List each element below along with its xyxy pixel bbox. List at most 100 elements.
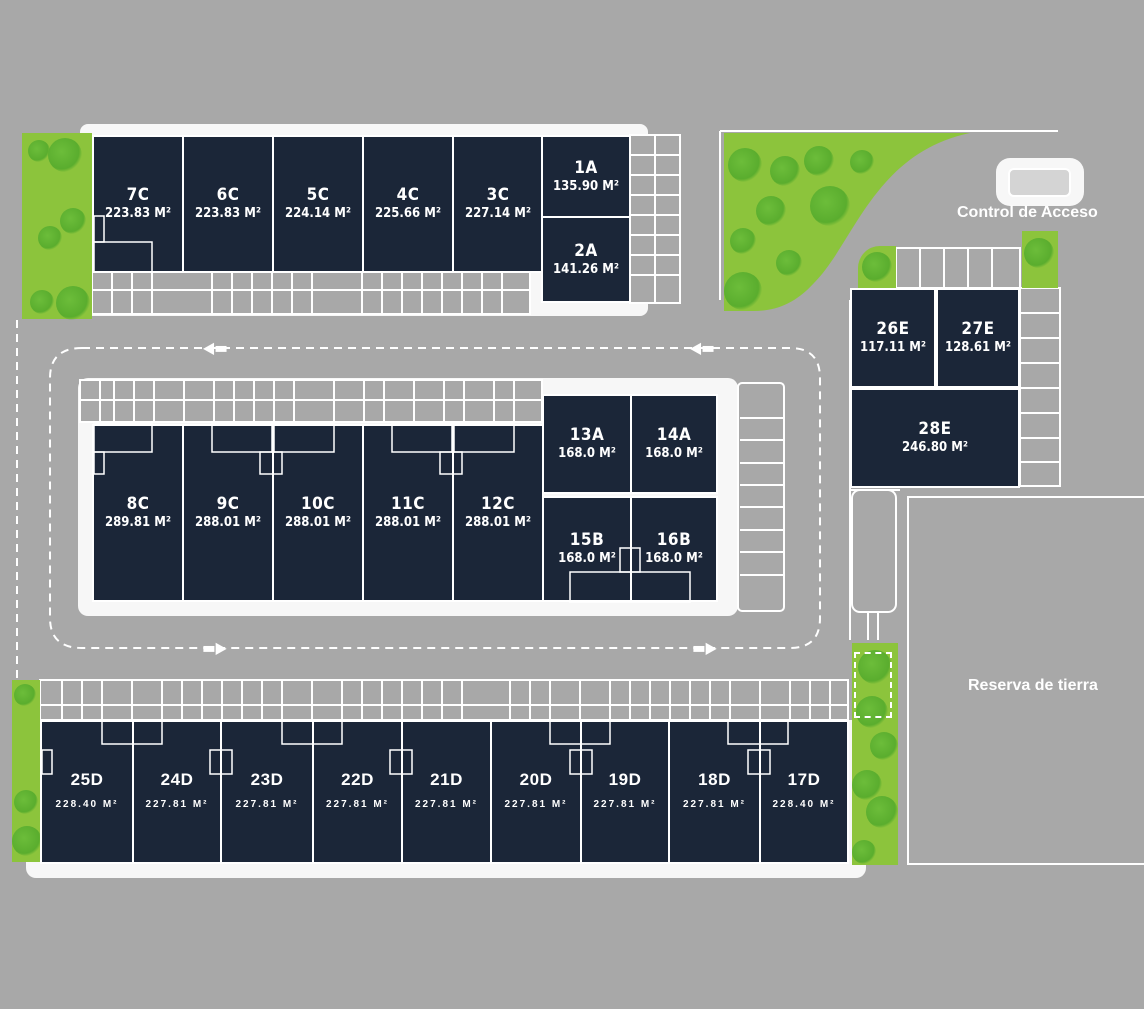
unit-area: 168.0 M² bbox=[558, 446, 616, 461]
dashed-planter bbox=[854, 652, 892, 718]
unit-name: 12C bbox=[480, 494, 515, 514]
unit-name: 8C bbox=[126, 494, 150, 514]
unit-name: 6C bbox=[216, 185, 240, 205]
unit-13A[interactable]: 13A 168.0 M² bbox=[542, 394, 632, 494]
tree-icon bbox=[48, 138, 82, 172]
unit-name: 10C bbox=[300, 494, 335, 514]
tree-icon bbox=[804, 146, 834, 176]
unit-23D[interactable]: 23D 227.81 M² bbox=[220, 720, 314, 864]
unit-28E[interactable]: 28E 246.80 M² bbox=[850, 388, 1020, 488]
unit-area: 135.90 M² bbox=[553, 178, 619, 194]
unit-24D[interactable]: 24D 227.81 M² bbox=[132, 720, 222, 864]
unit-name: 4C bbox=[396, 185, 420, 205]
tree-icon bbox=[724, 272, 762, 310]
unit-name: 19D bbox=[608, 770, 642, 789]
unit-name: 5C bbox=[306, 185, 330, 205]
tree-icon bbox=[30, 290, 54, 314]
tree-icon bbox=[870, 732, 898, 760]
tree-icon bbox=[730, 228, 756, 254]
tree-icon bbox=[56, 286, 90, 320]
tree-icon bbox=[862, 252, 892, 282]
unit-11C[interactable]: 11C 288.01 M² bbox=[362, 424, 454, 602]
unit-1A[interactable]: 1A 135.90 M² bbox=[541, 135, 631, 218]
unit-area: 227.81 M² bbox=[593, 799, 657, 810]
unit-area: 289.81 M² bbox=[105, 515, 171, 530]
unit-area: 227.81 M² bbox=[682, 799, 747, 810]
unit-area: 228.40 M² bbox=[55, 799, 119, 810]
unit-22D[interactable]: 22D 227.81 M² bbox=[312, 720, 403, 864]
arrow-right-icon: ▬▶ bbox=[202, 638, 227, 657]
unit-19D[interactable]: 19D 227.81 M² bbox=[580, 720, 670, 864]
unit-2A[interactable]: 2A 141.26 M² bbox=[541, 216, 631, 303]
unit-14A[interactable]: 14A 168.0 M² bbox=[630, 394, 718, 494]
unit-4C[interactable]: 4C 225.66 M² bbox=[362, 135, 454, 273]
unit-area: 227.81 M² bbox=[235, 799, 299, 810]
tree-icon bbox=[14, 684, 36, 706]
unit-6C[interactable]: 6C 223.83 M² bbox=[182, 135, 274, 273]
unit-name: 28E bbox=[918, 419, 952, 439]
tree-icon bbox=[728, 148, 762, 182]
tree-icon bbox=[28, 140, 50, 162]
tree-icon bbox=[810, 186, 850, 226]
unit-7C[interactable]: 7C 223.83 M² bbox=[92, 135, 184, 273]
unit-3C[interactable]: 3C 227.14 M² bbox=[452, 135, 544, 273]
unit-10C[interactable]: 10C 288.01 M² bbox=[272, 424, 364, 602]
unit-16B[interactable]: 16B 168.0 M² bbox=[630, 496, 718, 602]
unit-name: 9C bbox=[216, 494, 240, 514]
unit-name: 24D bbox=[160, 770, 194, 789]
arrow-left-icon: ◀▬ bbox=[690, 338, 715, 357]
unit-name: 23D bbox=[250, 770, 284, 789]
tree-icon bbox=[1024, 238, 1054, 268]
unit-name: 26E bbox=[876, 319, 910, 339]
unit-area: 168.0 M² bbox=[645, 551, 703, 566]
tree-icon bbox=[12, 826, 42, 856]
unit-area: 128.61 M² bbox=[945, 340, 1011, 355]
unit-area: 227.81 M² bbox=[145, 799, 209, 810]
unit-18D[interactable]: 18D 227.81 M² bbox=[668, 720, 761, 864]
unit-area: 168.0 M² bbox=[558, 551, 616, 566]
unit-area: 228.40 M² bbox=[772, 799, 836, 810]
unit-area: 288.01 M² bbox=[195, 515, 261, 530]
unit-name: 7C bbox=[126, 185, 150, 205]
unit-name: 11C bbox=[390, 494, 425, 514]
unit-area: 246.80 M² bbox=[902, 440, 968, 455]
unit-name: 1A bbox=[574, 157, 598, 178]
unit-name: 13A bbox=[569, 425, 605, 445]
unit-area: 227.14 M² bbox=[465, 206, 531, 221]
land-reserve-label[interactable]: Reserva de tierra bbox=[968, 677, 1098, 694]
unit-26E[interactable]: 26E 117.11 M² bbox=[850, 288, 936, 388]
tree-icon bbox=[38, 226, 62, 250]
unit-name: 3C bbox=[486, 185, 510, 205]
tree-icon bbox=[60, 208, 86, 234]
unit-20D[interactable]: 20D 227.81 M² bbox=[490, 720, 582, 864]
unit-area: 288.01 M² bbox=[285, 515, 351, 530]
unit-15B[interactable]: 15B 168.0 M² bbox=[542, 496, 632, 602]
unit-8C[interactable]: 8C 289.81 M² bbox=[92, 424, 184, 602]
unit-name: 2A bbox=[574, 240, 598, 261]
tree-icon bbox=[866, 796, 898, 828]
unit-area: 224.14 M² bbox=[285, 206, 351, 221]
unit-area: 227.81 M² bbox=[414, 799, 479, 810]
tree-icon bbox=[770, 156, 800, 186]
tree-icon bbox=[852, 770, 882, 800]
tree-icon bbox=[858, 650, 892, 684]
unit-area: 288.01 M² bbox=[465, 515, 531, 530]
unit-area: 227.81 M² bbox=[325, 799, 390, 810]
unit-name: 16B bbox=[656, 530, 692, 550]
unit-25D[interactable]: 25D 228.40 M² bbox=[40, 720, 134, 864]
unit-27E[interactable]: 27E 128.61 M² bbox=[936, 288, 1020, 388]
unit-name: 15B bbox=[569, 530, 605, 550]
tree-icon bbox=[852, 840, 876, 864]
unit-9C[interactable]: 9C 288.01 M² bbox=[182, 424, 274, 602]
tree-icon bbox=[14, 790, 38, 814]
arrow-left-icon: ◀▬ bbox=[203, 338, 228, 357]
unit-area: 288.01 M² bbox=[375, 515, 441, 530]
unit-12C[interactable]: 12C 288.01 M² bbox=[452, 424, 544, 602]
unit-area: 223.83 M² bbox=[105, 206, 171, 221]
unit-name: 18D bbox=[698, 770, 731, 789]
unit-name: 27E bbox=[961, 319, 995, 339]
unit-5C[interactable]: 5C 224.14 M² bbox=[272, 135, 364, 273]
unit-17D[interactable]: 17D 228.40 M² bbox=[759, 720, 849, 864]
unit-area: 223.83 M² bbox=[195, 206, 261, 221]
unit-21D[interactable]: 21D 227.81 M² bbox=[401, 720, 492, 864]
